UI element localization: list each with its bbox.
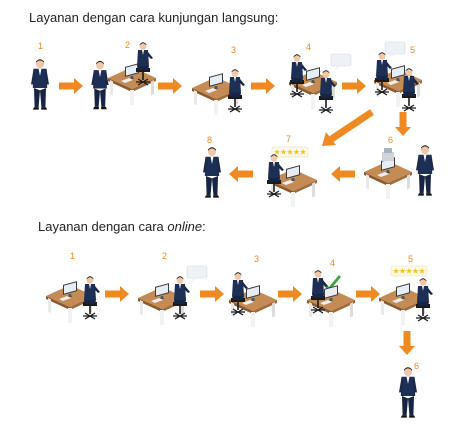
step-4-number: 4: [306, 42, 311, 52]
speech-bubble-icon: [384, 41, 406, 59]
step-5-number: 5: [410, 45, 415, 55]
arrow-right-icon: [356, 286, 380, 302]
online-step-1-number: 1: [70, 251, 75, 261]
step-6-service-counter-figure: [364, 145, 434, 199]
five-star-rating-icon: [391, 266, 427, 276]
online-step-6-number: 6: [414, 361, 419, 371]
online-step-3-number: 3: [254, 254, 259, 264]
arrow-right-icon: [59, 78, 83, 94]
arrow-right-icon: [105, 286, 129, 302]
online-step-6-citizen-figure: [399, 367, 417, 418]
step-8-visitor-figure: [203, 147, 221, 198]
section2-title: Layanan dengan cara online:: [38, 219, 206, 234]
five-star-rating-icon: [272, 147, 308, 157]
step-7-rating-figure: [266, 147, 317, 207]
online-step-5-number: 5: [408, 254, 413, 264]
step-7-number: 7: [286, 134, 291, 144]
online-step-1-officer-figure: [46, 275, 101, 323]
arrow-left-icon: [331, 166, 355, 182]
arrow-right-icon: [278, 286, 302, 302]
step-2-registration-figure: [91, 41, 156, 110]
arrow-right-icon: [251, 78, 275, 94]
online-step-2-officer-figure: [138, 265, 208, 325]
arrow-down-icon: [399, 331, 415, 355]
speech-bubble-icon: [186, 265, 208, 283]
step-8-number: 8: [207, 135, 212, 145]
arrow-right-icon: [200, 286, 224, 302]
step-1-visitor-figure: [31, 59, 50, 110]
step-6-number: 6: [388, 135, 393, 145]
arrow-diagonal-icon: [322, 109, 374, 146]
step-3-officer-figure: [192, 68, 246, 115]
arrow-down-icon: [395, 112, 411, 136]
speech-bubble-icon: [330, 53, 352, 71]
step-3-number: 3: [231, 45, 236, 55]
arrow-left-icon: [229, 166, 253, 182]
online-step-2-number: 2: [162, 251, 167, 261]
arrow-right-icon: [158, 78, 182, 94]
arrow-right-icon: [342, 78, 366, 94]
step-4-consultation-figure: [289, 53, 352, 114]
online-step-3-officer-figure: [229, 271, 277, 327]
step-2-number: 2: [125, 40, 130, 50]
online-step-4-number: 4: [330, 258, 335, 268]
step-1-number: 1: [38, 41, 43, 51]
section1-title: Layanan dengan cara kunjungan langsung:: [29, 10, 278, 25]
online-step-4-approval-figure: [307, 269, 355, 327]
online-step-5-rating-figure: [379, 266, 434, 325]
